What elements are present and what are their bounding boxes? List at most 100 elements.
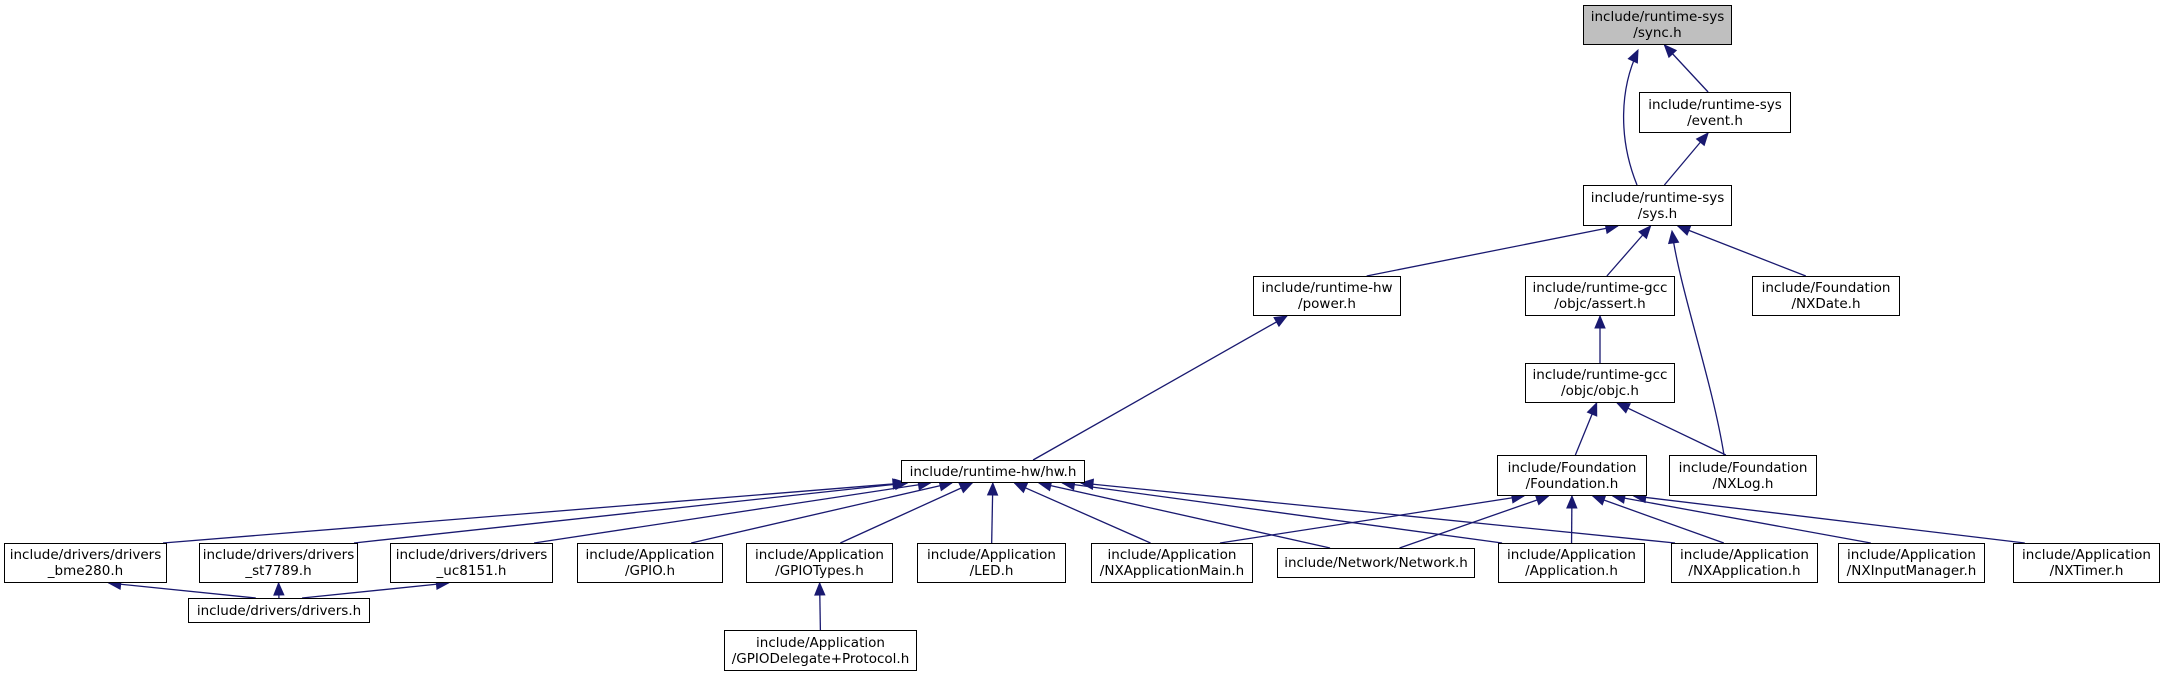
node-label-line: include/drivers/drivers.h	[196, 602, 362, 619]
node-label-line: include/drivers/drivers	[202, 547, 355, 563]
node-bme280[interactable]: include/drivers/drivers_bme280.h	[4, 543, 167, 583]
edge-nxappmain-to-foundation	[1219, 495, 1525, 544]
node-power[interactable]: include/runtime-hw/power.h	[1253, 276, 1401, 316]
node-label-line: /GPIOTypes.h	[775, 563, 864, 579]
node-sys[interactable]: include/runtime-sys/sys.h	[1583, 185, 1732, 226]
edge-arrowhead	[986, 481, 999, 496]
node-label-line: _bme280.h	[47, 563, 124, 579]
node-label-line: /NXTimer.h	[2049, 563, 2124, 579]
node-assert[interactable]: include/runtime-gcc/objc/assert.h	[1525, 276, 1675, 316]
edge-power-to-sys	[1366, 225, 1618, 277]
edge-arrowhead	[1663, 44, 1678, 59]
node-label-line: _st7789.h	[245, 563, 312, 579]
node-label-line: /Foundation.h	[1525, 475, 1619, 492]
node-label-line: include/drivers/drivers	[395, 547, 548, 563]
node-label-line: /NXLog.h	[1712, 475, 1774, 492]
edge-nxlog-to-sys	[1671, 231, 1725, 456]
node-led[interactable]: include/Application/LED.h	[917, 543, 1066, 583]
node-event[interactable]: include/runtime-sys/event.h	[1639, 92, 1791, 133]
edge-uc8151-to-hw	[533, 482, 931, 544]
node-label-line: include/runtime-gcc	[1532, 367, 1668, 383]
edge-arrowhead	[1273, 315, 1289, 328]
node-label-line: include/Application	[1680, 547, 1809, 563]
edge-arrowhead	[1676, 225, 1692, 236]
node-nxdate[interactable]: include/Foundation/NXDate.h	[1752, 276, 1900, 316]
node-gpiotypes[interactable]: include/Application/GPIOTypes.h	[746, 543, 893, 583]
node-nxappmain[interactable]: include/Application/NXApplicationMain.h	[1091, 543, 1253, 583]
edge-arrowhead	[1627, 48, 1639, 64]
node-label-line: /GPIODelegate+Protocol.h	[731, 650, 910, 667]
edge-network-to-hw	[1038, 482, 1331, 549]
edge-drivers-to-uc8151	[302, 582, 449, 599]
edge-application-to-hw	[1062, 482, 1503, 544]
node-label-line: include/Foundation	[1678, 459, 1808, 476]
edge-hw-to-power	[1032, 315, 1288, 461]
node-nxinput[interactable]: include/Application/NXInputManager.h	[1838, 543, 1985, 583]
node-foundation[interactable]: include/Foundation/Foundation.h	[1497, 455, 1647, 496]
node-label-line: include/Application	[1847, 547, 1976, 563]
edge-nxlog-to-objc	[1616, 402, 1727, 456]
edge-nxdate-to-sys	[1677, 225, 1807, 277]
node-uc8151[interactable]: include/drivers/drivers_uc8151.h	[390, 543, 553, 583]
node-label-line: include/runtime-gcc	[1532, 280, 1668, 296]
edge-nxappmain-to-hw	[1014, 482, 1151, 544]
edge-nxapp-to-foundation	[1592, 495, 1725, 544]
node-gpiodelegate[interactable]: include/Application/GPIODelegate+Protoco…	[724, 630, 917, 671]
node-label-line: include/Application	[755, 547, 884, 563]
edge-nxapp-to-hw	[1080, 482, 1676, 544]
node-label-line: /sys.h	[1637, 205, 1678, 222]
node-label-line: /objc/assert.h	[1554, 296, 1646, 312]
node-label-line: include/Application	[927, 547, 1056, 563]
node-label-line: _uc8151.h	[436, 563, 507, 579]
edge-arrowhead	[273, 581, 285, 596]
edge-network-to-foundation	[1399, 495, 1549, 549]
edge-arrowhead	[1638, 225, 1652, 240]
edge-bme280-to-hw	[162, 482, 906, 544]
node-drivers[interactable]: include/drivers/drivers.h	[188, 598, 370, 623]
node-label-line: /NXDate.h	[1791, 296, 1861, 312]
node-application[interactable]: include/Application/Application.h	[1498, 543, 1645, 583]
node-network[interactable]: include/Network/Network.h	[1277, 548, 1475, 578]
node-st7789[interactable]: include/drivers/drivers_st7789.h	[199, 543, 358, 583]
node-label-line: /NXInputManager.h	[1846, 563, 1977, 579]
edge-gpiotypes-to-hw	[840, 482, 973, 544]
node-label-line: /NXApplicationMain.h	[1099, 563, 1245, 579]
edge-st7789-to-hw	[353, 482, 908, 544]
edge-arrowhead	[1695, 132, 1709, 147]
node-label-line: include/runtime-sys	[1648, 96, 1782, 113]
node-label-line: /GPIO.h	[624, 563, 676, 579]
edge-sys-to-sync	[1622, 50, 1639, 186]
edge-arrowhead	[1079, 478, 1095, 490]
node-label-line: include/Network/Network.h	[1284, 555, 1468, 571]
edge-arrowhead	[1591, 494, 1607, 506]
node-nxapp[interactable]: include/Application/NXApplication.h	[1671, 543, 1818, 583]
edge-arrowhead	[1667, 229, 1680, 245]
node-label-line: /sync.h	[1633, 25, 1682, 41]
node-label-line: include/drivers/drivers	[9, 547, 162, 563]
edge-nxtimer-to-foundation	[1633, 495, 2025, 544]
edge-arrowhead	[958, 482, 974, 494]
node-label-line: /LED.h	[969, 563, 1014, 579]
edge-nxinput-to-foundation	[1612, 495, 1871, 544]
edge-drivers-to-bme280	[108, 582, 256, 599]
node-label-line: /power.h	[1298, 296, 1356, 312]
edge-arrowhead	[1594, 314, 1606, 329]
node-nxlog[interactable]: include/Foundation/NXLog.h	[1669, 455, 1817, 496]
node-label-line: /objc/objc.h	[1561, 383, 1639, 399]
node-gpio[interactable]: include/Application/GPIO.h	[577, 543, 723, 583]
node-label-line: include/runtime-sys	[1590, 9, 1725, 25]
edge-arrowhead	[1615, 402, 1631, 414]
node-label-line: include/Application	[2022, 547, 2151, 563]
node-hw[interactable]: include/runtime-hw/hw.h	[901, 460, 1085, 483]
node-nxtimer[interactable]: include/Application/NXTimer.h	[2013, 543, 2160, 583]
node-label-line: include/Foundation	[1507, 459, 1637, 476]
edge-arrowhead	[1586, 401, 1598, 417]
node-label-line: include/runtime-hw	[1261, 280, 1393, 296]
node-objc[interactable]: include/runtime-gcc/objc/objc.h	[1525, 363, 1675, 403]
node-label-line: /NXApplication.h	[1688, 563, 1801, 579]
node-label-line: include/runtime-sys	[1590, 189, 1725, 206]
node-label-line: include/Application	[1107, 547, 1237, 563]
node-label-line: include/Application	[756, 634, 885, 651]
